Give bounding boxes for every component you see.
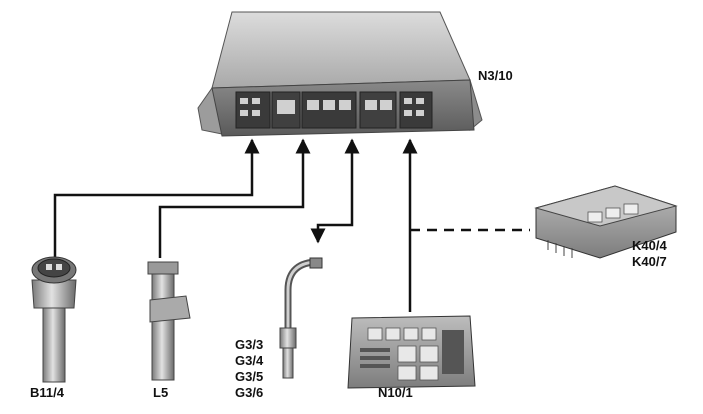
label-o2-sensor-1: G3/3 [235, 337, 264, 352]
label-temp-sensor: B11/4 [30, 385, 64, 400]
label-crank-sensor: L5 [153, 385, 169, 400]
crank-sensor [147, 261, 191, 381]
label-relay-2: K40/7 [632, 254, 667, 269]
label-o2-sensor-3: G3/5 [235, 369, 264, 384]
label-fuse-box: N10/1 [378, 385, 413, 400]
ecu-module [197, 11, 483, 137]
relay-module [534, 185, 678, 259]
label-relay-1: K40/4 [632, 238, 667, 253]
wiring [53, 138, 530, 312]
wire-l5 [158, 138, 311, 258]
label-o2-sensor-2: G3/4 [235, 353, 264, 368]
wire-b11-4 [53, 138, 260, 258]
label-o2-sensor-4: G3/6 [235, 385, 264, 400]
ecu-connectors [235, 91, 433, 129]
fuse-relay-box [347, 315, 476, 389]
oxygen-sensor [279, 257, 323, 379]
wire-g3 [310, 138, 360, 244]
temp-sensor [31, 256, 77, 383]
label-ecu: N3/10 [478, 68, 513, 83]
